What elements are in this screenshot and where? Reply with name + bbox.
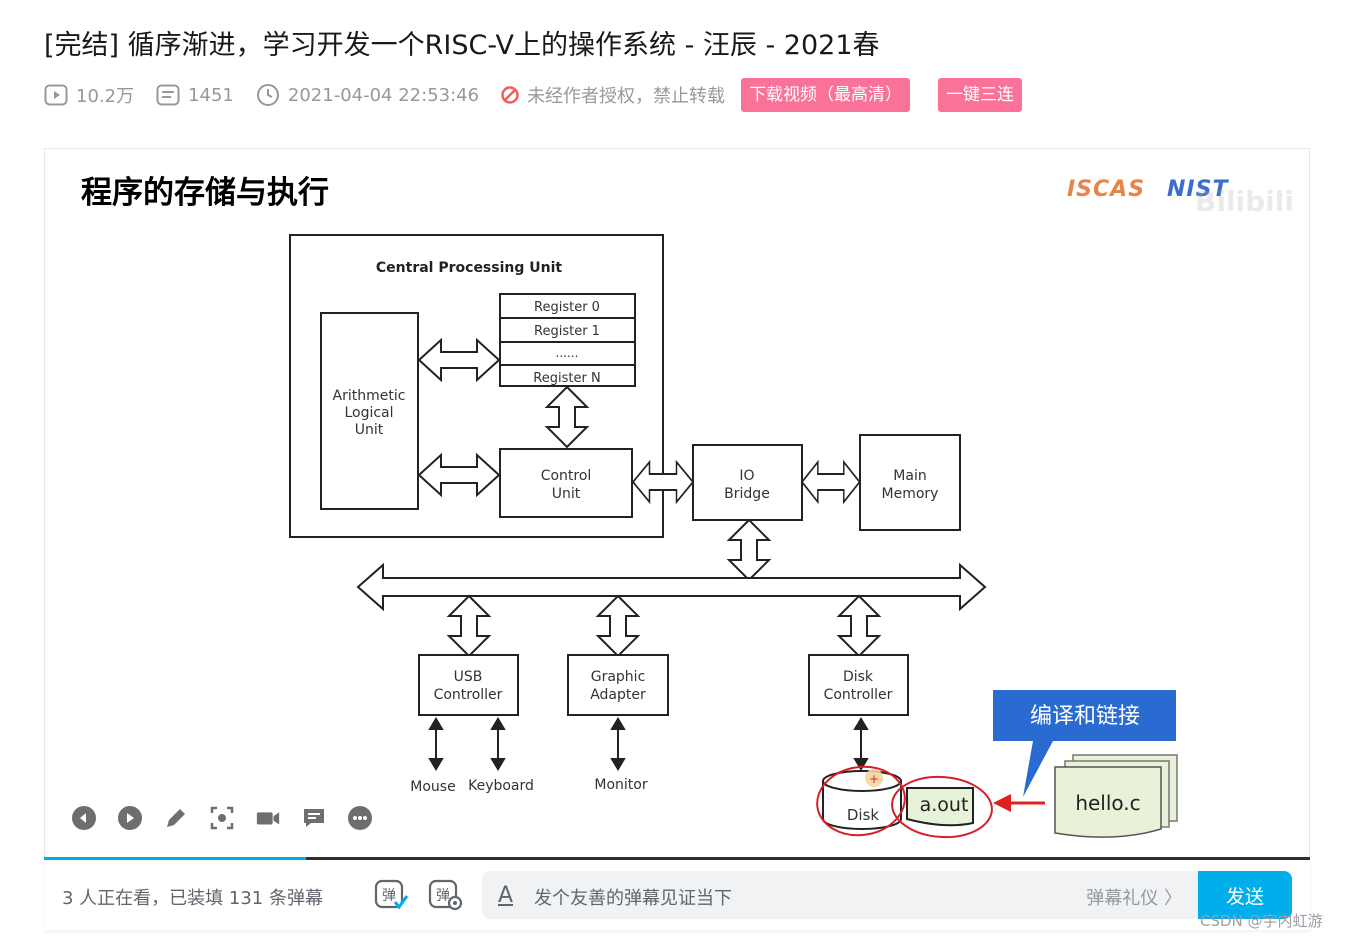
download-video-button[interactable]: 下载视频（最高清） [741, 78, 911, 112]
alu-label-3: Unit [355, 422, 384, 438]
svg-text:+: + [869, 772, 879, 786]
disk-controller-label-1: Disk [843, 669, 874, 685]
mouse-label: Mouse [410, 779, 455, 795]
disk-label: Disk [847, 806, 880, 824]
danmaku-input[interactable]: A 发个友善的弹幕见证当下 弹幕礼仪 〉 [482, 871, 1198, 919]
publish-stat: 2021-04-04 22:53:46 [256, 83, 479, 107]
progress-fill [44, 857, 307, 860]
graphic-label-1: Graphic [591, 669, 646, 685]
register-1: Register 1 [534, 324, 600, 339]
architecture-diagram: Central Processing Unit Arithmetic Logic… [289, 234, 1178, 839]
copyright-text: 未经作者授权，禁止转载 [527, 86, 726, 107]
comment-icon[interactable] [301, 805, 327, 831]
callout-label: 编译和链接 [1030, 704, 1140, 729]
io-bridge-box [692, 444, 803, 521]
aout-label: a.out [920, 794, 969, 816]
monitor-label: Monitor [594, 777, 647, 793]
graphic-adapter-box [567, 654, 669, 716]
csdn-watermark: CSDN @宇内虹游 [1200, 912, 1323, 930]
video-player[interactable]: 程序的存储与执行 ISCAS NIST Bilibili Central Pro… [44, 148, 1310, 860]
register-ellipsis: ...... [556, 346, 579, 360]
alu-label-2: Logical [344, 405, 393, 421]
forbidden-icon [501, 86, 519, 104]
bilibili-watermark: Bilibili [1195, 185, 1294, 218]
alu-label-1: Arithmetic [333, 388, 406, 404]
register-n: Register N [533, 371, 600, 386]
disk-controller-label-2: Controller [824, 687, 893, 703]
views-stat: 10.2万 [44, 82, 134, 108]
usb-label-2: Controller [434, 687, 503, 703]
alu-box [320, 312, 419, 510]
danmaku-settings-icon[interactable]: 弹 [428, 878, 464, 912]
system-bus [356, 562, 987, 612]
more-icon[interactable] [347, 805, 373, 831]
slide-title: 程序的存储与执行 [81, 175, 329, 211]
main-memory-label-2: Memory [882, 486, 939, 502]
helloc-label: hello.c [1075, 791, 1140, 815]
svg-text:弹: 弹 [436, 888, 450, 904]
viewer-status: 3 人正在看，已装填 131 条弹幕 [62, 888, 323, 909]
play-count-icon [44, 84, 68, 106]
control-unit-label-2: Unit [552, 486, 581, 502]
cpu-label: Central Processing Unit [376, 260, 562, 276]
control-unit-label-1: Control [541, 468, 592, 484]
triple-action-button[interactable]: 一键三连 [938, 78, 1023, 112]
usb-controller-box [418, 654, 519, 716]
keyboard-label: Keyboard [468, 778, 534, 794]
text-style-icon[interactable]: A [498, 883, 514, 908]
danmaku-count: 1451 [188, 84, 234, 106]
danmaku-placeholder: 发个友善的弹幕见证当下 [534, 888, 732, 909]
video-meta: 10.2万 1451 2021-04-04 22:53:46 未经作者授权，禁止… [44, 76, 1023, 114]
control-unit-box [499, 448, 633, 518]
screenshot-icon[interactable] [209, 805, 235, 831]
video-title: [完结] 循序渐进，学习开发一个RISC-V上的操作系统 - 汪辰 - 2021… [44, 30, 880, 61]
io-bridge-label-2: Bridge [724, 486, 770, 502]
prev-icon[interactable] [71, 805, 97, 831]
camera-icon[interactable] [255, 805, 281, 831]
graphic-label-2: Adapter [590, 687, 646, 703]
danmaku-count-icon [156, 84, 180, 106]
usb-label-1: USB [454, 669, 483, 685]
pen-icon[interactable] [163, 805, 189, 831]
disk-controller-box [808, 654, 909, 716]
danmaku-stat: 1451 [156, 84, 234, 106]
callout-box [993, 690, 1176, 797]
player-controls [71, 805, 373, 831]
publish-time: 2021-04-04 22:53:46 [287, 84, 480, 106]
svg-text:弹: 弹 [382, 888, 396, 904]
danmaku-toggle-icon[interactable]: 弹 [374, 878, 410, 912]
play-icon[interactable] [117, 805, 143, 831]
register-file [499, 293, 636, 387]
progress-bar[interactable] [44, 857, 1310, 860]
danmaku-bar: 3 人正在看，已装填 131 条弹幕 弹 弹 A 发个友善的弹幕见证当下 弹幕礼… [44, 860, 1310, 930]
main-memory-label-1: Main [893, 468, 926, 484]
send-button[interactable]: 发送 [1198, 871, 1292, 919]
clock-icon [256, 84, 279, 106]
register-0: Register 0 [534, 300, 600, 315]
nist-logo: NIST [1167, 177, 1229, 202]
main-memory-box [859, 434, 961, 531]
io-bridge-label-1: IO [739, 468, 754, 484]
copyright-notice: 未经作者授权，禁止转载 [501, 82, 725, 108]
views-count: 10.2万 [76, 86, 135, 107]
danmaku-etiquette-link[interactable]: 弹幕礼仪 〉 [1086, 888, 1182, 909]
iscas-logo: ISCAS [1067, 177, 1146, 202]
